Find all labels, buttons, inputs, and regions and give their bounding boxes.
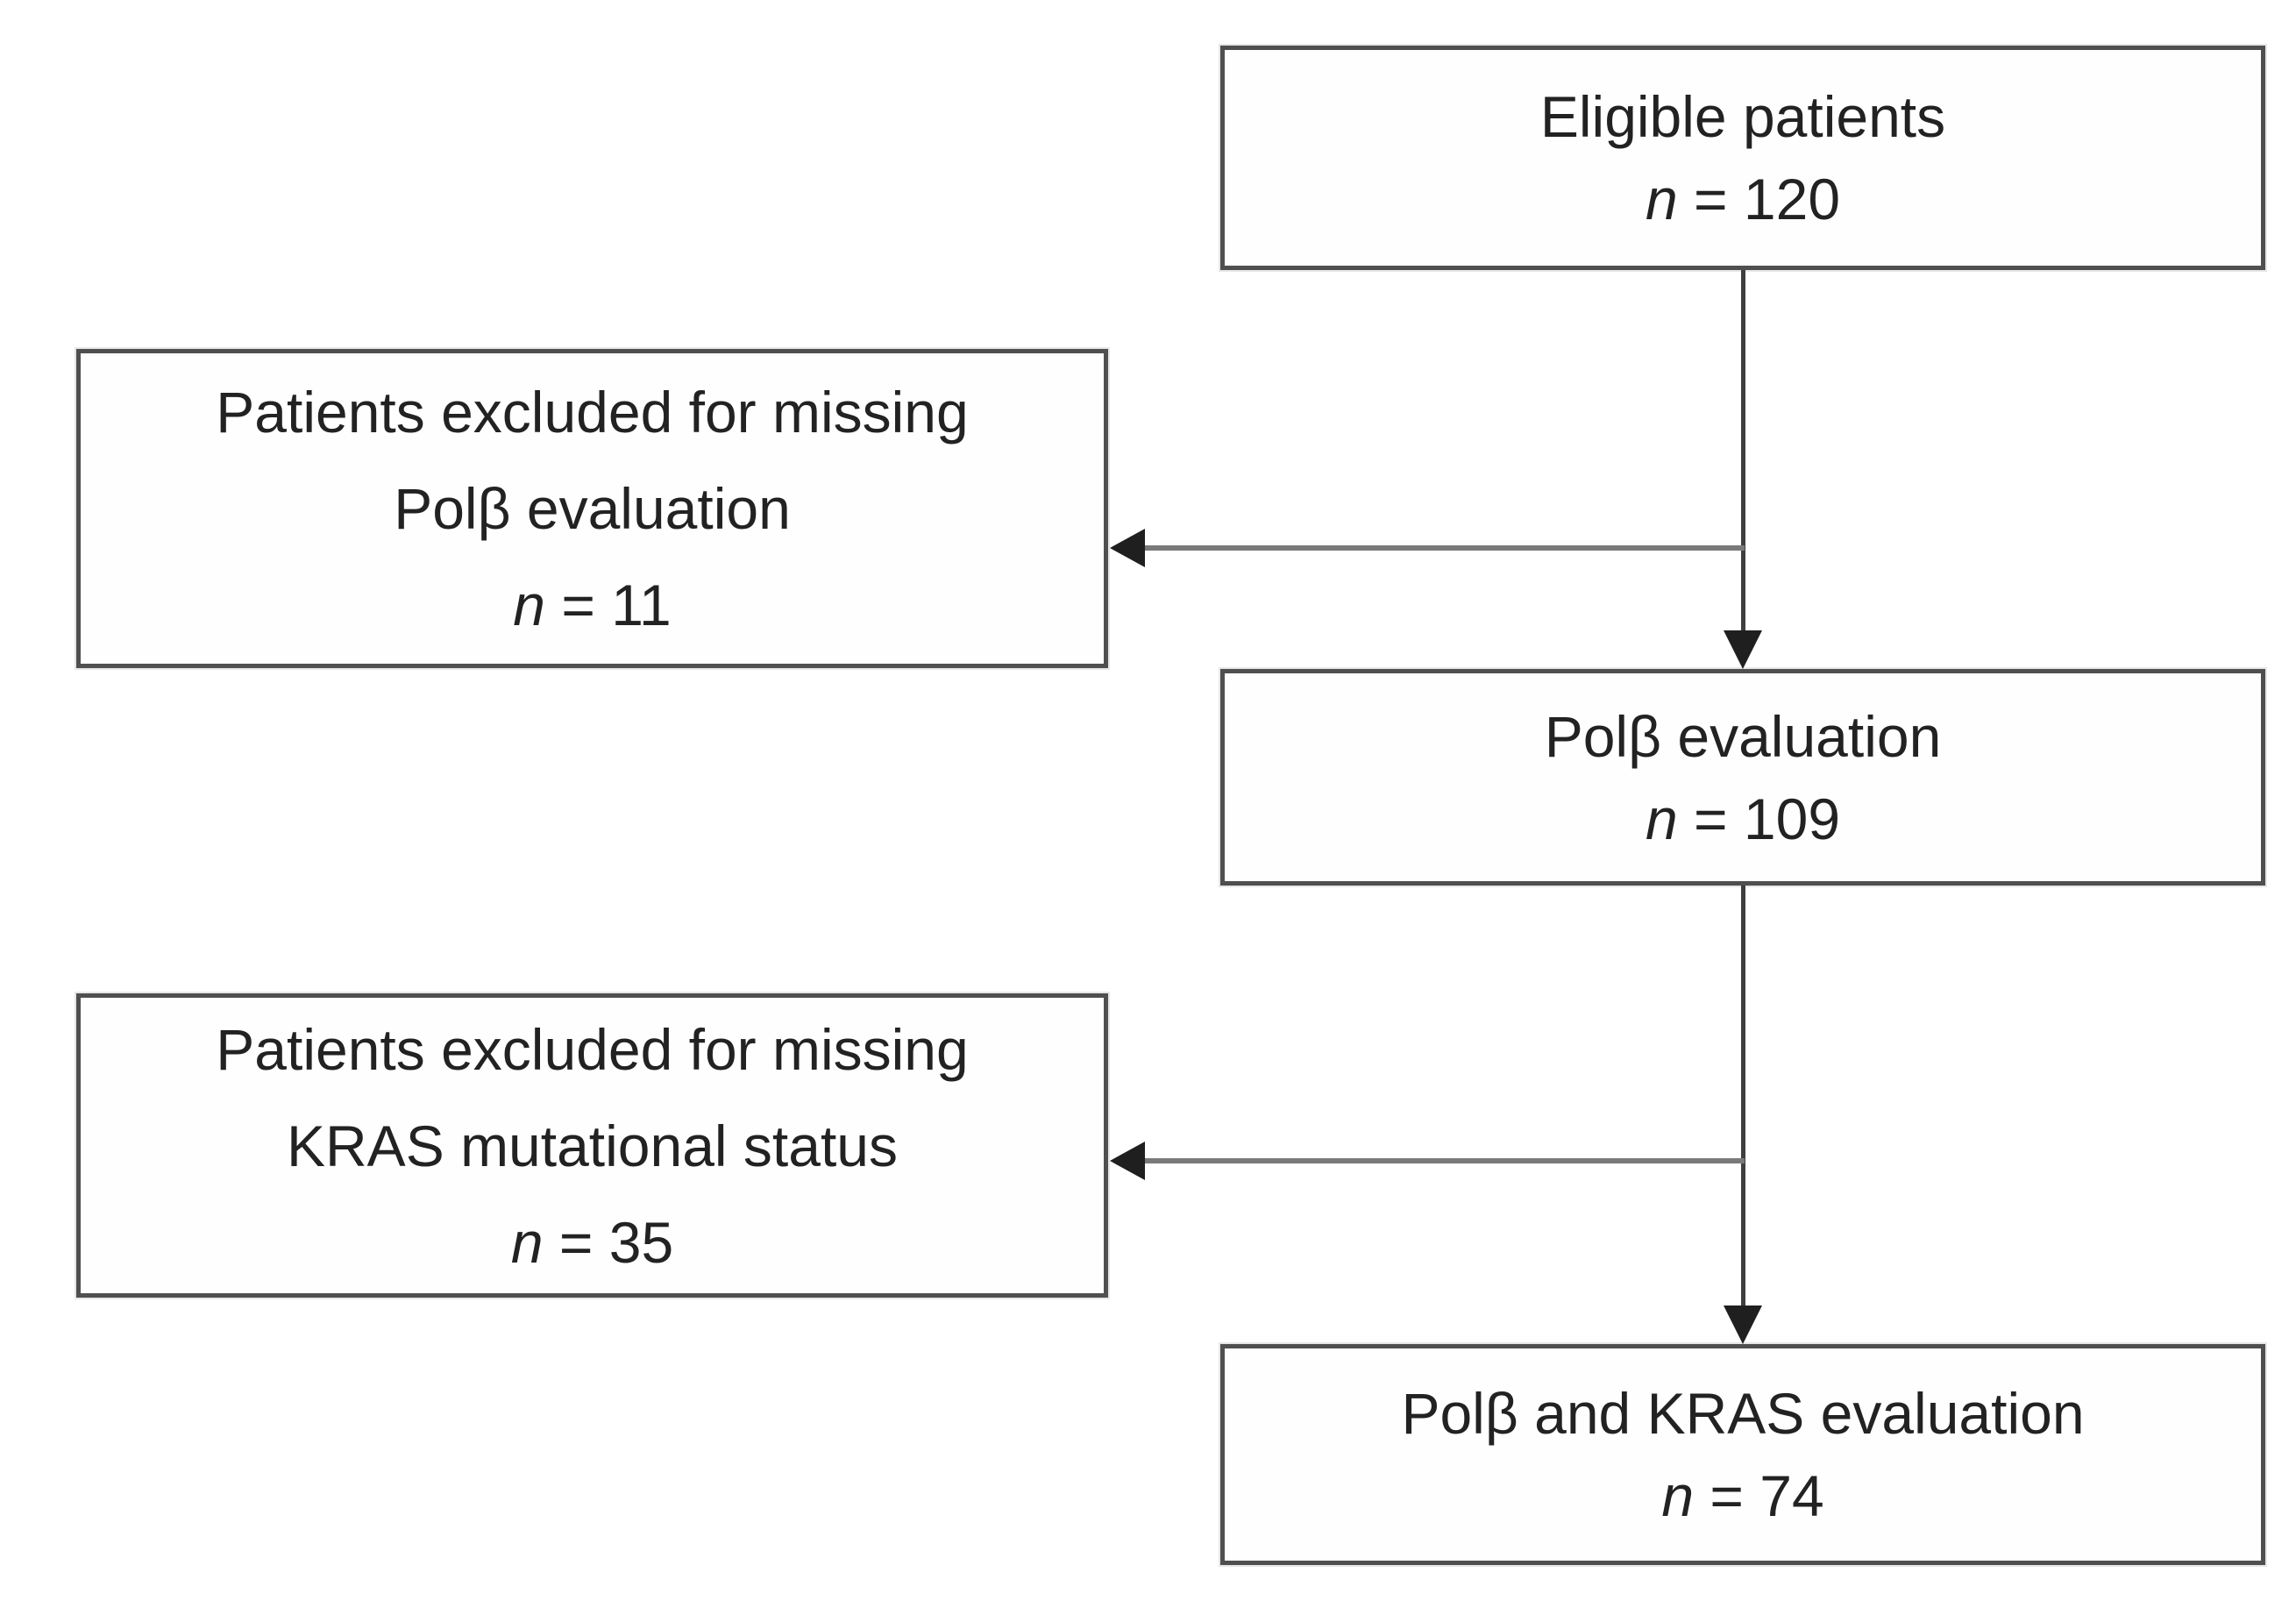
node-label: Patients excluded for missing: [216, 1016, 969, 1082]
node-excluded-missing-kras: Patients excluded for missing KRAS mutat…: [76, 993, 1108, 1298]
left-arrowhead-icon: [1110, 529, 1145, 567]
n-symbol: n: [1645, 167, 1678, 231]
n-symbol: n: [1645, 786, 1678, 851]
down-arrowhead-icon: [1724, 630, 1762, 669]
node-n-value: n = 11: [513, 557, 671, 653]
n-count: = 120: [1677, 167, 1841, 231]
node-n-value: n = 35: [511, 1194, 673, 1291]
n-symbol: n: [510, 1209, 544, 1275]
node-label: Polβ and KRAS evaluation: [1401, 1381, 2085, 1446]
n-symbol: n: [1661, 1463, 1695, 1528]
n-count: = 35: [543, 1209, 674, 1275]
node-label: Eligible patients: [1539, 84, 1946, 149]
connector-polb-to-polb-kras: [1741, 886, 1745, 1311]
n-symbol: n: [513, 573, 545, 637]
n-count: = 109: [1677, 786, 1841, 851]
down-arrowhead-icon: [1724, 1306, 1762, 1344]
node-polb-evaluation: Polβ evaluation n = 109: [1220, 669, 2265, 886]
node-label: Patients excluded for missing: [216, 380, 969, 445]
connector-eligible-to-polb: [1741, 270, 1745, 636]
node-n-value: n = 74: [1661, 1455, 1823, 1537]
node-excluded-missing-polb: Patients excluded for missing Polβ evalu…: [76, 349, 1108, 668]
node-n-value: n = 120: [1646, 158, 1840, 240]
node-n-value: n = 109: [1646, 778, 1840, 860]
n-count: = 74: [1694, 1463, 1824, 1528]
node-label: Polβ evaluation: [394, 476, 791, 541]
connector-branch-to-excluded-kras: [1140, 1158, 1745, 1163]
node-label: KRAS mutational status: [287, 1113, 898, 1178]
left-arrowhead-icon: [1110, 1142, 1145, 1180]
connector-branch-to-excluded-polb: [1140, 545, 1745, 551]
node-polb-kras-evaluation: Polβ and KRAS evaluation n = 74: [1220, 1344, 2265, 1565]
node-eligible-patients: Eligible patients n = 120: [1220, 46, 2265, 270]
n-count: = 11: [544, 573, 672, 637]
node-label: Polβ evaluation: [1544, 703, 1942, 769]
